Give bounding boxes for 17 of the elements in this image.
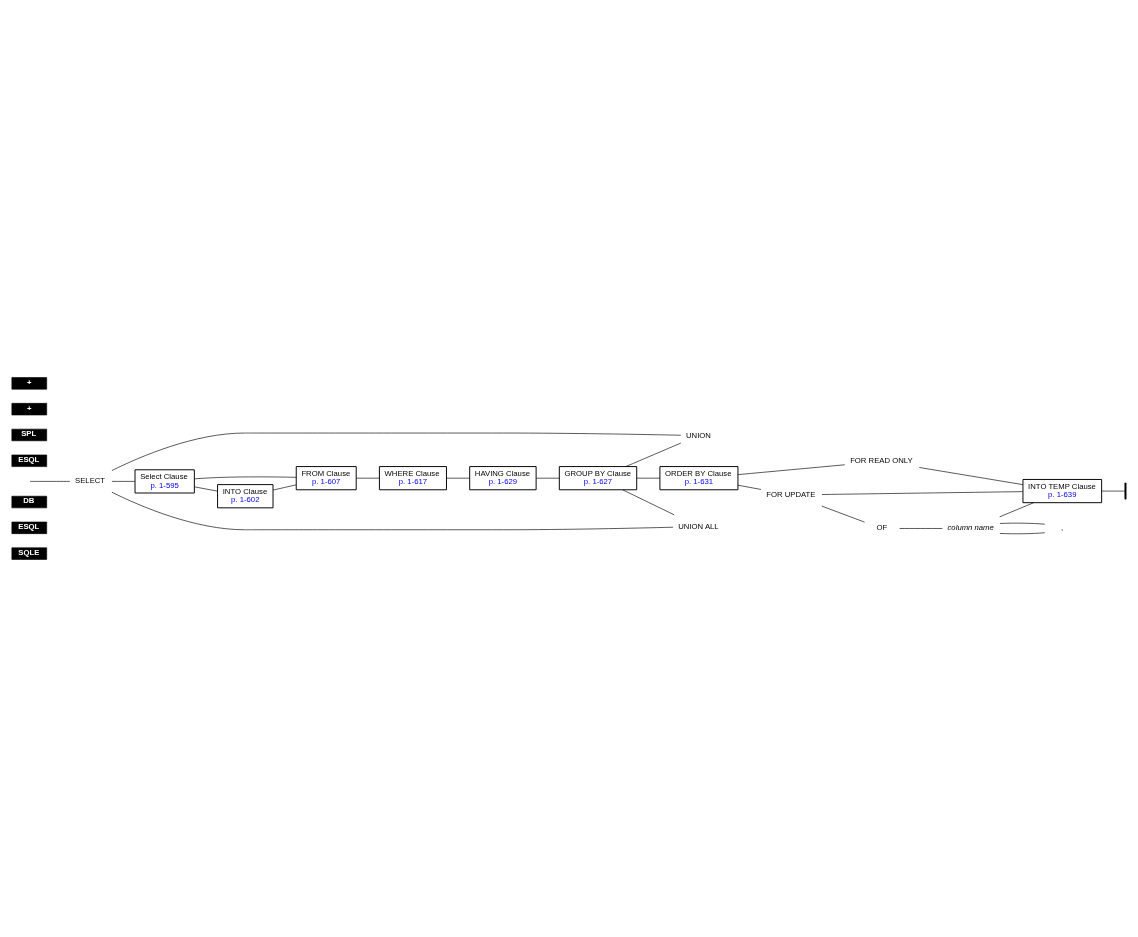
connector bbox=[355, 477, 380, 479]
connector bbox=[446, 477, 470, 479]
connector bbox=[821, 491, 1024, 495]
connector bbox=[1101, 490, 1126, 492]
connector bbox=[625, 442, 682, 467]
connector bbox=[536, 477, 560, 479]
connector bbox=[194, 486, 218, 492]
connector bbox=[636, 477, 661, 479]
connector bbox=[999, 502, 1034, 518]
connector bbox=[737, 484, 762, 490]
connector bbox=[111, 481, 136, 482]
node-bar bbox=[1124, 482, 1127, 500]
connector bbox=[737, 464, 846, 475]
connector bbox=[919, 467, 1024, 485]
connector bbox=[272, 484, 297, 491]
connector bbox=[194, 476, 297, 480]
connector bbox=[622, 489, 675, 516]
